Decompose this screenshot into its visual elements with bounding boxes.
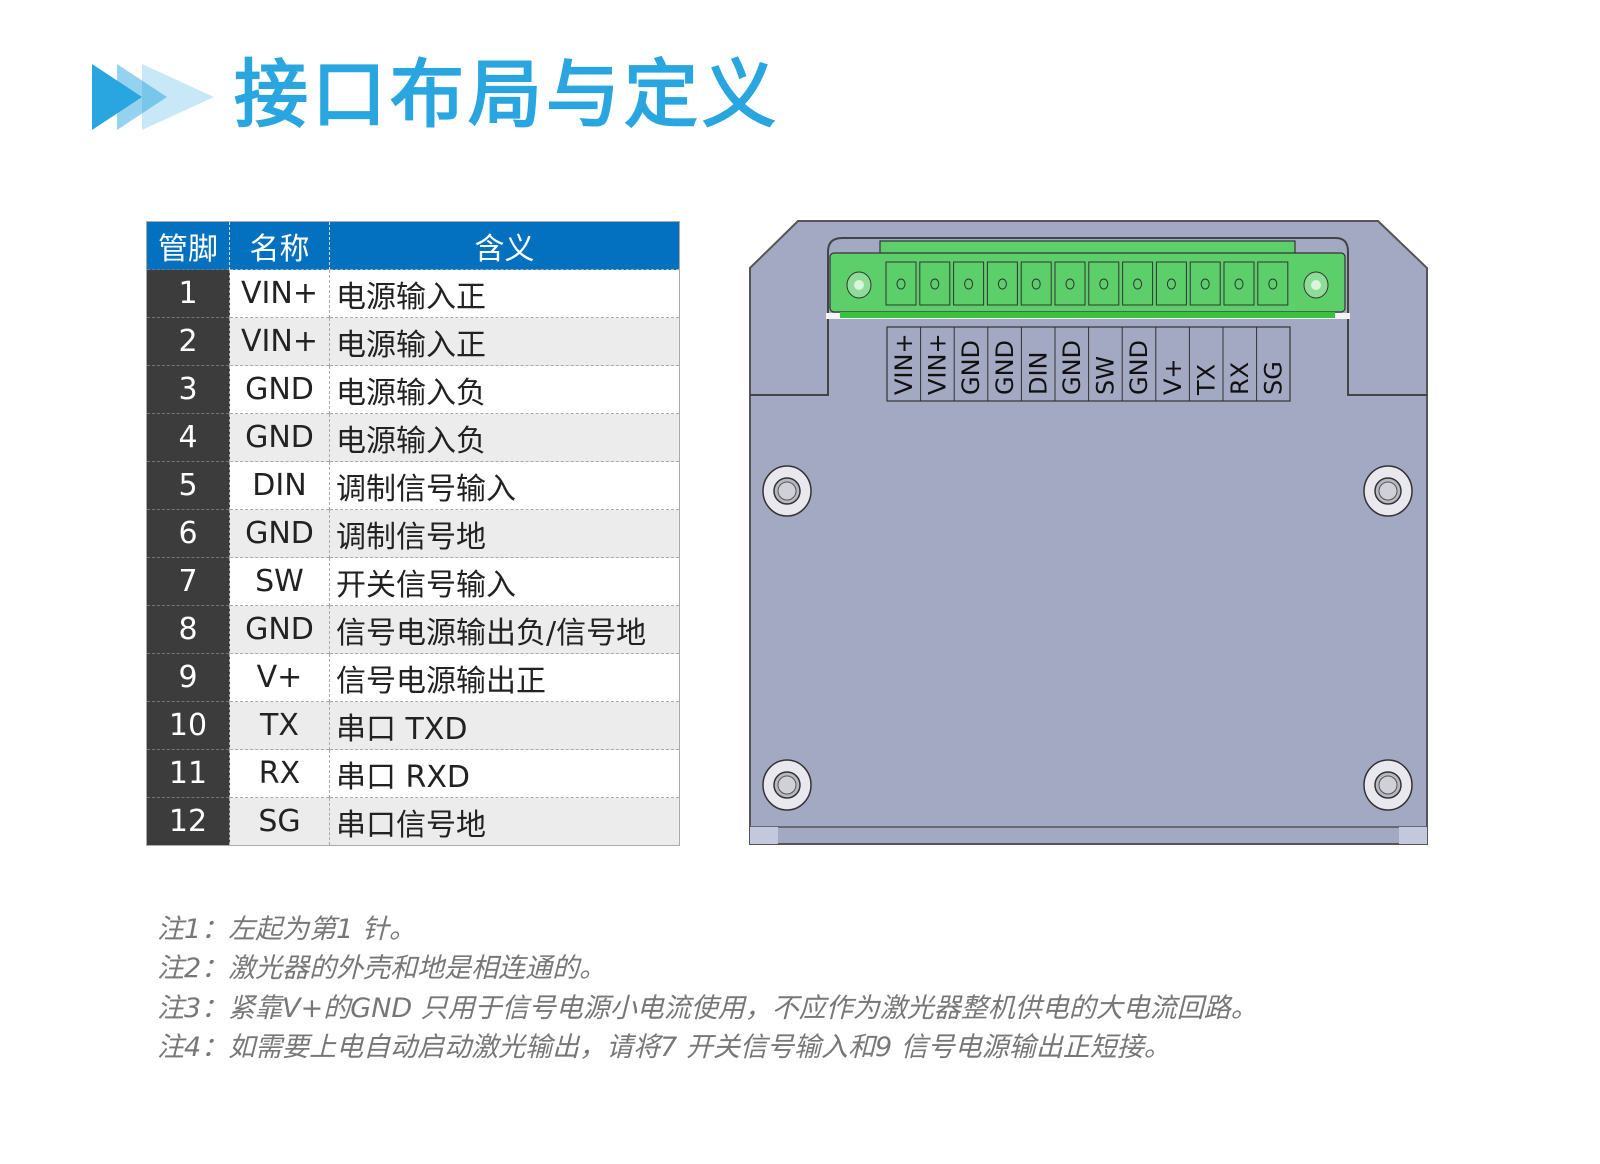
table-header-row: 管脚 名称 含义 — [146, 221, 680, 270]
pin-number: 10 — [146, 701, 230, 750]
terminal-pin — [1223, 261, 1255, 306]
pin-meaning: 串口 RXD — [329, 749, 680, 798]
pin-name: GND — [229, 605, 330, 654]
pin-name: GND — [229, 413, 330, 462]
pin-meaning: 串口 TXD — [329, 701, 680, 750]
terminal-pin — [1189, 261, 1221, 306]
terminal-pin — [1155, 261, 1187, 306]
pin-number: 9 — [146, 653, 230, 702]
pin-meaning: 开关信号输入 — [329, 557, 680, 606]
pin-meaning: 信号电源输出负/信号地 — [329, 605, 680, 654]
pin-number: 4 — [146, 413, 230, 462]
mounting-screw-icon — [762, 759, 812, 811]
mounting-screw-icon — [762, 465, 812, 517]
pin-number: 6 — [146, 509, 230, 558]
connector-label: GND — [991, 340, 1019, 395]
pin-number: 12 — [146, 797, 230, 846]
pin-number: 3 — [146, 365, 230, 414]
terminal-pin — [1088, 261, 1120, 306]
connector-label: VIN+ — [924, 333, 952, 395]
pin-meaning: 电源输入正 — [329, 269, 680, 318]
pin-name: DIN — [229, 461, 330, 510]
pin-name: TX — [229, 701, 330, 750]
flange-screw-left — [846, 271, 872, 299]
pin-meaning: 调制信号输入 — [329, 461, 680, 510]
terminal-pin — [1122, 261, 1154, 306]
title-arrows-icon — [92, 64, 214, 130]
connector-label: VIN+ — [890, 333, 918, 395]
pin-name: SG — [229, 797, 330, 846]
connector-label: GND — [957, 340, 985, 395]
pin-name: VIN+ — [229, 269, 330, 318]
mounting-screw-icon — [1363, 759, 1413, 811]
header-meaning: 含义 — [329, 221, 680, 270]
pin-number: 8 — [146, 605, 230, 654]
pin-number: 7 — [146, 557, 230, 606]
pin-number: 1 — [146, 269, 230, 318]
pin-meaning: 电源输入负 — [329, 365, 680, 414]
terminal-pin — [1054, 261, 1086, 306]
pin-name: SW — [229, 557, 330, 606]
page-title: 接口布局与定义 — [234, 52, 780, 138]
pin-number: 2 — [146, 317, 230, 366]
pin-name: GND — [229, 365, 330, 414]
connector-label: V+ — [1159, 358, 1187, 395]
note-4: 注4：如需要上电自动启动激光输出，请将7 开关信号输入和9 信号电源输出正短接。 — [157, 1031, 1171, 1063]
header-name: 名称 — [229, 221, 330, 270]
terminal-pin — [1257, 261, 1289, 306]
connector-label: DIN — [1024, 351, 1052, 395]
pin-meaning: 电源输入负 — [329, 413, 680, 462]
pin-name: GND — [229, 509, 330, 558]
terminal-pin — [919, 261, 951, 306]
terminal-pin — [986, 261, 1018, 306]
connector-recess — [750, 237, 1427, 396]
connector-label: GND — [1058, 340, 1086, 395]
connector-label: TX — [1192, 364, 1220, 396]
pin-name: V+ — [229, 653, 330, 702]
connector-label: SG — [1260, 361, 1288, 395]
terminal-pin — [885, 261, 917, 306]
terminal-pin — [953, 261, 985, 306]
note-2: 注2：激光器的外壳和地是相连通的。 — [157, 953, 607, 985]
note-1: 注1：左起为第1 针。 — [157, 914, 416, 945]
pin-name: RX — [229, 749, 330, 798]
pin-number: 11 — [146, 749, 230, 798]
pin-meaning: 电源输入正 — [329, 317, 680, 366]
terminal-pin — [1020, 261, 1052, 306]
connector-label: RX — [1226, 362, 1254, 395]
flange-screw-right — [1303, 271, 1329, 299]
pin-meaning: 调制信号地 — [329, 509, 680, 558]
note-3: 注3：紧靠V+的GND 只用于信号电源小电流使用，不应作为激光器整机供电的大电流… — [157, 992, 1258, 1024]
pin-name: VIN+ — [229, 317, 330, 366]
header-pin: 管脚 — [146, 221, 230, 270]
notes: 注1：左起为第1 针。 注2：激光器的外壳和地是相连通的。 注3：紧靠V+的GN… — [157, 910, 1258, 1067]
pin-meaning: 信号电源输出正 — [329, 653, 680, 702]
connector-label: GND — [1125, 340, 1153, 395]
pin-meaning: 串口信号地 — [329, 797, 680, 846]
connector-label: SW — [1092, 356, 1120, 395]
mounting-screw-icon — [1363, 465, 1413, 517]
pin-number: 5 — [146, 461, 230, 510]
